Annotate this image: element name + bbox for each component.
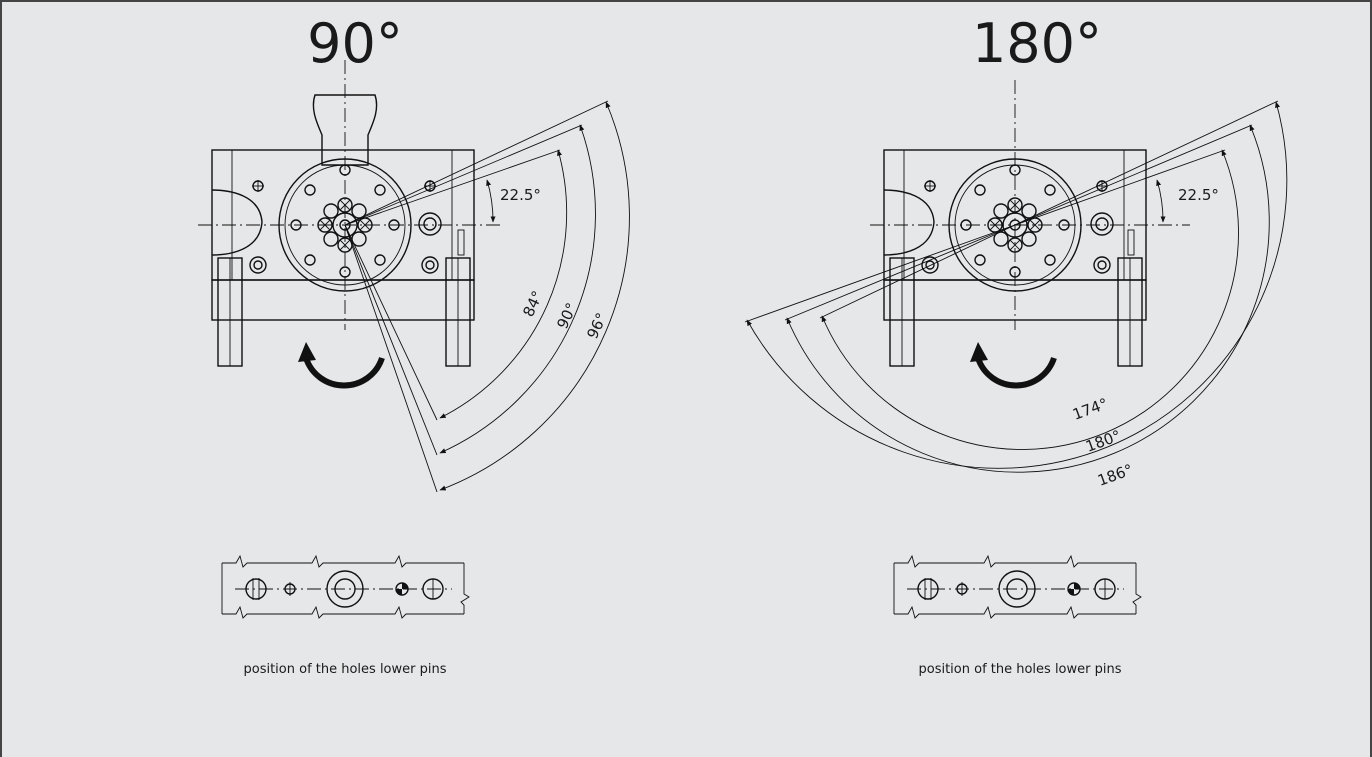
lower-pins-detail — [221, 554, 470, 619]
arc-186 — [746, 101, 1288, 469]
side-knob — [211, 189, 263, 256]
rotary-disc — [278, 158, 412, 292]
angle-label-top: 22.5° — [1178, 186, 1219, 204]
panel-title: 90° — [307, 12, 403, 75]
arc-96 — [439, 101, 630, 491]
panel-90: 90° — [198, 12, 630, 677]
rotation-arrow-icon — [975, 356, 1057, 389]
disc-bolt-circle — [317, 197, 373, 253]
panel-title: 180° — [972, 12, 1102, 75]
lower-pins-detail — [893, 554, 1142, 619]
caption: position of the holes lower pins — [918, 662, 1121, 677]
angle-label-top: 22.5° — [500, 186, 541, 204]
panel-180: 180° — [744, 12, 1288, 677]
top-handle — [312, 94, 378, 166]
rotation-arrow-icon — [303, 356, 385, 389]
caption: position of the holes lower pins — [243, 662, 446, 677]
